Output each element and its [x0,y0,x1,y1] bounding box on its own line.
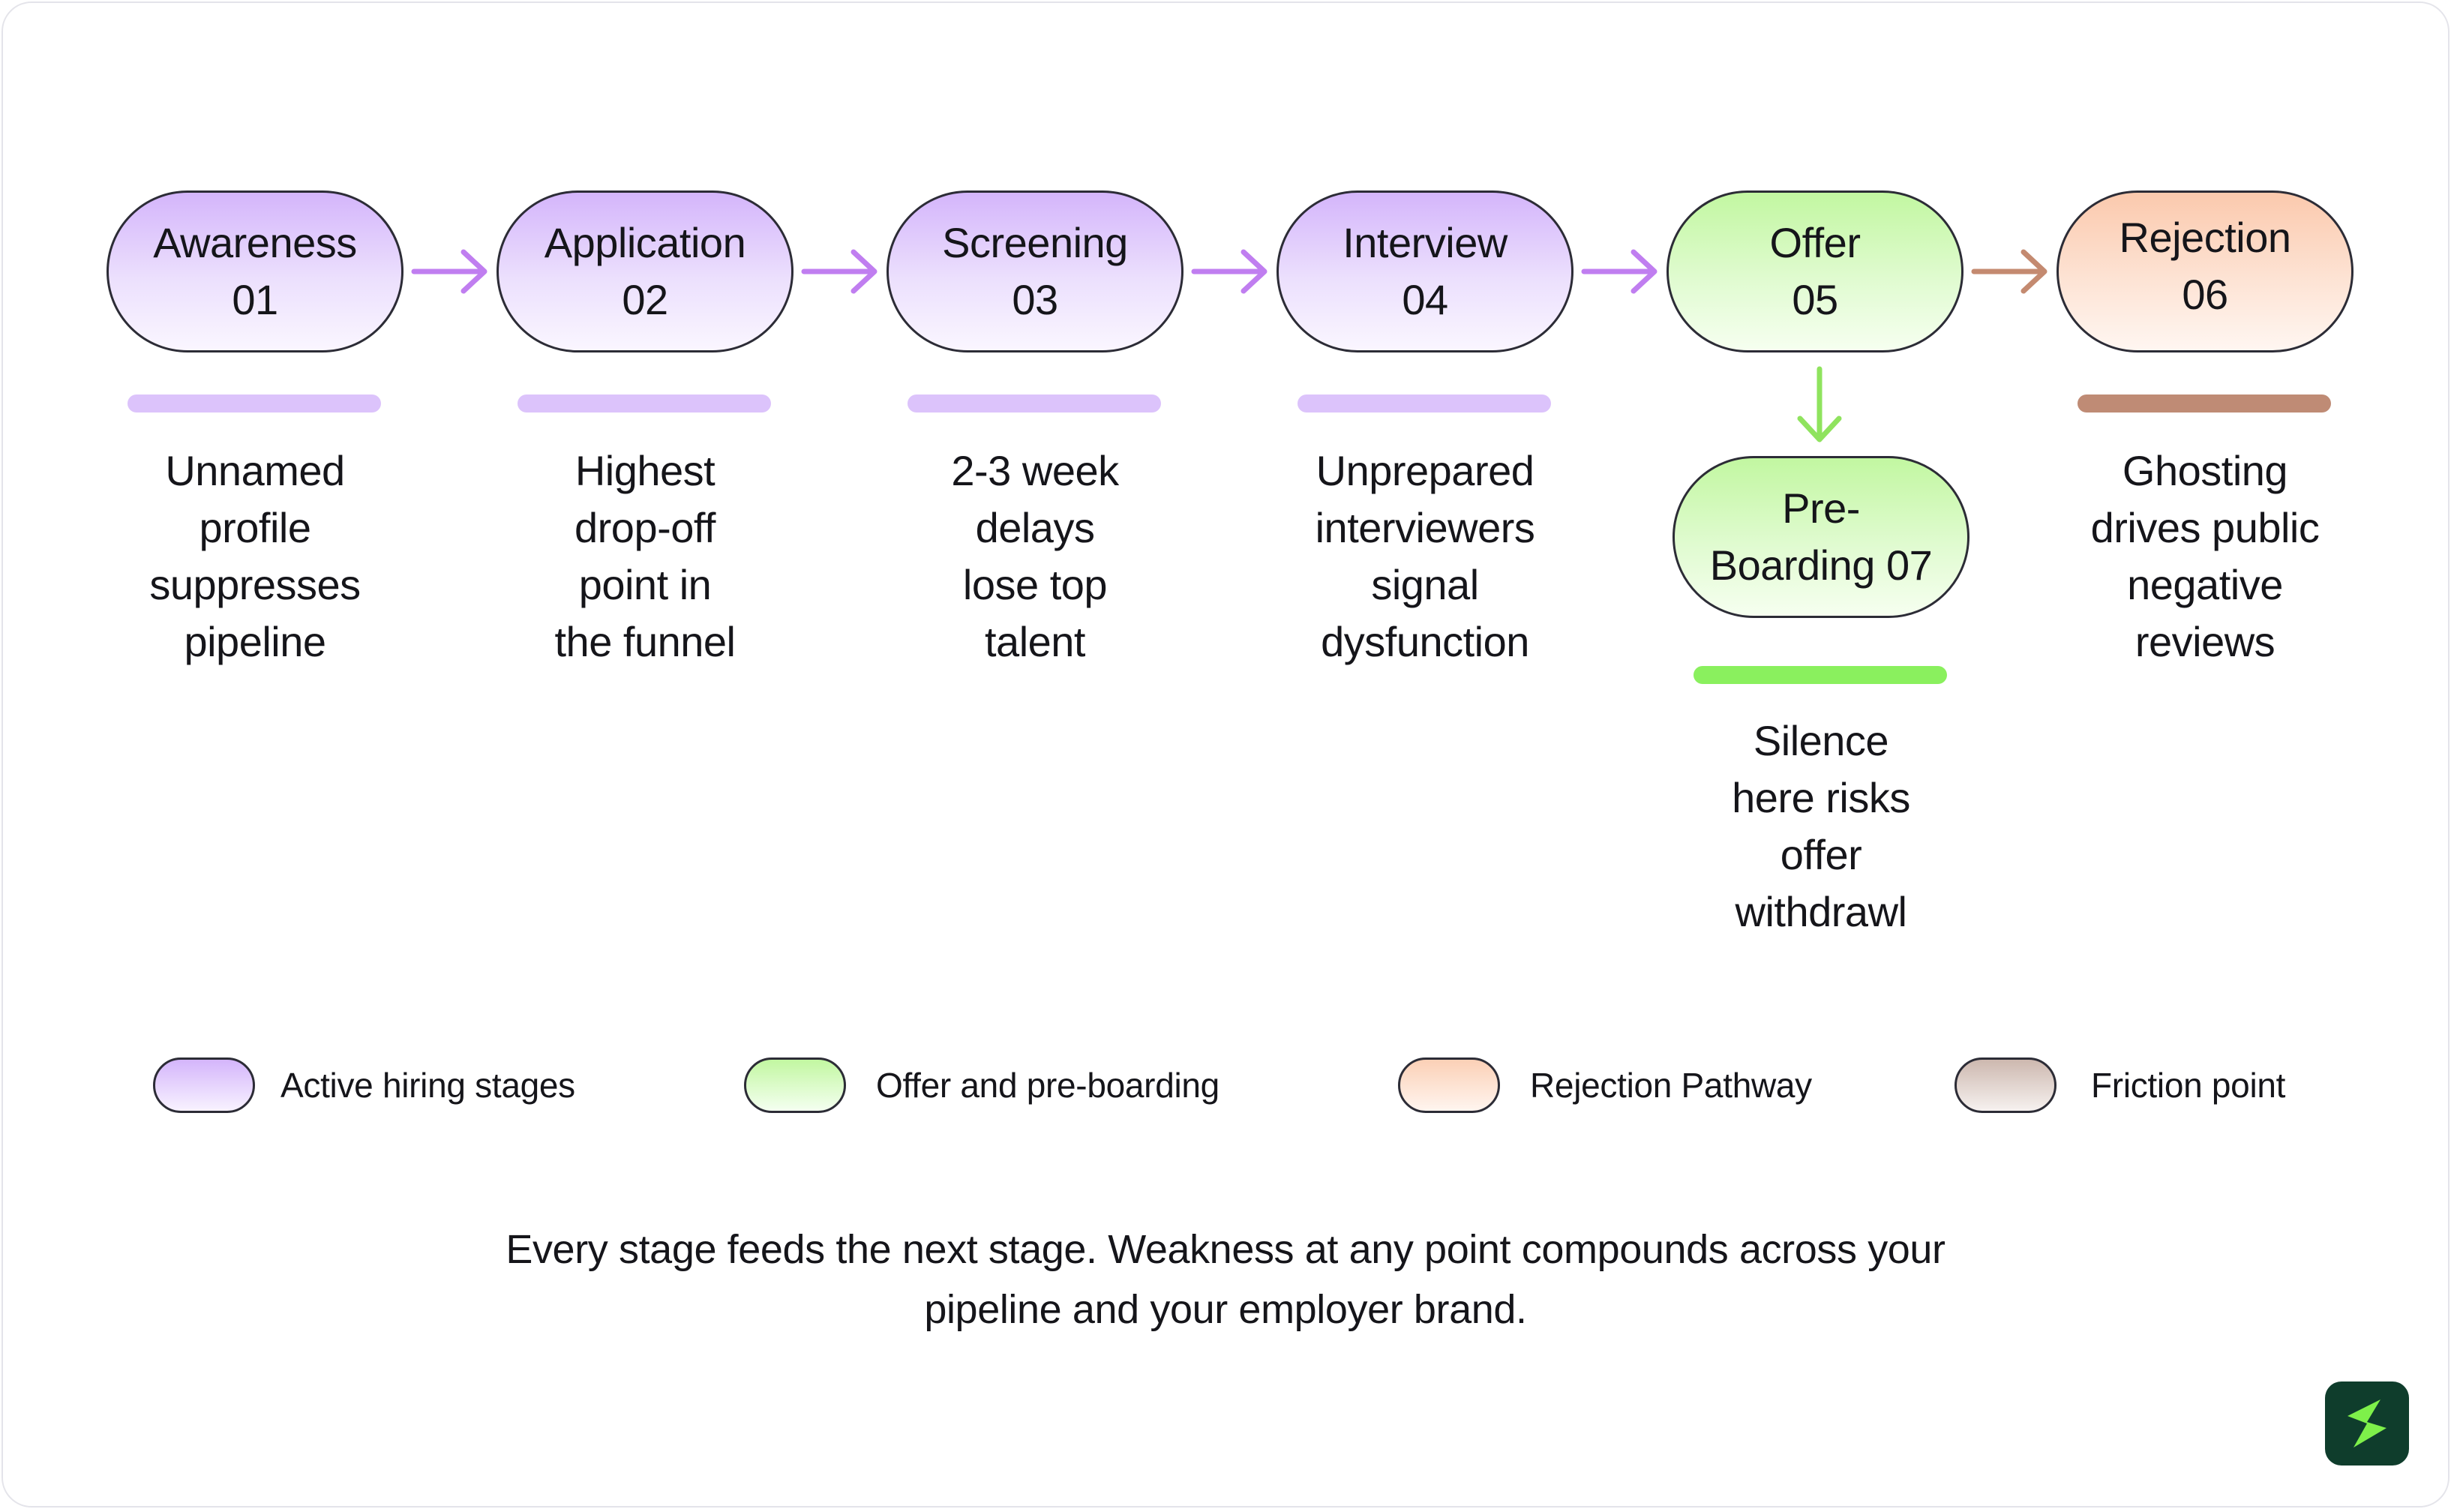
legend-label-rejection: Rejection Pathway [1530,1066,1812,1105]
stage-screening-node: Screening 03 [886,190,1184,352]
stage-application-description: Highest drop-off point in the funnel [465,442,825,670]
stage-screening-description: 2-3 week delays lose top talent [855,442,1215,670]
description-line: 2-3 week [951,447,1119,494]
description-line: the funnel [554,618,736,665]
description-line: profile [199,504,311,551]
lightning-logo-icon [2325,1382,2409,1466]
arrow-screening-to-interview [1191,249,1268,294]
description-line: dysfunction [1321,618,1529,665]
stage-preboarding-name: Pre- [1782,484,1860,532]
description-line: lose top [962,561,1108,608]
stage-screening-number: 03 [1012,276,1058,323]
arrow-application-to-screening [801,249,878,294]
legend-swatch-friction [1954,1058,2056,1113]
description-line: talent [985,618,1086,665]
description-line: negative [2127,561,2283,608]
friction-bar-rejection [2078,394,2331,412]
description-line: Unprepared [1316,447,1534,494]
stage-offer-node: Offer 05 [1666,190,1964,352]
caption-line-2: pipeline and your employer brand. [924,1287,1527,1332]
stage-awareness-name: Awareness [153,219,357,266]
stage-preboarding-node: Pre- Boarding 07 [1672,456,1970,618]
arrow-interview-to-offer [1581,249,1658,294]
arrow-offer-to-preboarding [1797,366,1842,442]
description-line: delays [975,504,1095,551]
stage-preboarding-number: Boarding 07 [1709,542,1933,589]
legend-swatch-active [153,1058,255,1113]
friction-bar-screening [908,394,1161,412]
legend-label-active: Active hiring stages [280,1066,575,1105]
description-line: Silence [1753,717,1889,764]
arrow-awareness-to-application [411,249,488,294]
legend-label-offer: Offer and pre-boarding [876,1066,1220,1105]
description-line: point in [578,561,712,608]
friction-bar-application [518,394,771,412]
description-line: Highest [574,447,716,494]
stage-application-name: Application [544,219,746,266]
description-line: pipeline [184,618,326,665]
lightning-logo-mark [2348,1400,2386,1448]
description-line: Ghosting [2122,447,2288,494]
stage-rejection-node: Rejection 06 [2056,190,2354,352]
diagram-caption: Every stage feeds the next stage. Weakne… [303,1220,2148,1340]
description-line: signal [1371,561,1479,608]
stage-offer-name: Offer [1769,219,1861,266]
stage-rejection-number: 06 [2182,271,2228,318]
legend-label-friction: Friction point [2091,1066,2286,1105]
description-line: interviewers [1315,504,1535,551]
stage-awareness-node: Awareness 01 [106,190,404,352]
legend-swatch-offer [744,1058,846,1113]
stage-interview-node: Interview 04 [1276,190,1574,352]
arrow-layer [411,249,2048,442]
friction-bar-awareness [128,394,381,412]
caption-line-1: Every stage feeds the next stage. Weakne… [506,1227,1946,1272]
description-line: offer [1780,831,1862,878]
friction-bar-interview [1298,394,1551,412]
description-line: Unnamed [165,447,345,494]
description-line: reviews [2134,618,2276,665]
arrow-offer-to-rejection [1971,249,2048,294]
stage-awareness-number: 01 [232,276,278,323]
description-line: drives public [2090,504,2320,551]
description-line: withdrawl [1735,888,1907,935]
stage-rejection-description: Ghosting drives public negative reviews [2025,442,2385,670]
stage-application-node: Application 02 [496,190,794,352]
stage-preboarding-description: Silence here risks offer withdrawl [1641,712,2001,940]
description-line: suppresses [149,561,361,608]
description-line: here risks [1732,774,1910,821]
stage-rejection-name: Rejection [2119,214,2291,261]
stage-application-number: 02 [622,276,668,323]
stage-awareness-description: Unnamed profile suppresses pipeline [75,442,435,670]
legend-swatch-rejection [1398,1058,1500,1113]
stage-screening-name: Screening [942,219,1128,266]
friction-bar-preboarding [1694,666,1947,684]
stage-interview-number: 04 [1402,276,1448,323]
stage-interview-name: Interview [1342,219,1508,266]
stage-interview-description: Unprepared interviewers signal dysfuncti… [1245,442,1605,670]
description-line: drop-off [574,504,716,551]
stage-offer-number: 05 [1792,276,1838,323]
